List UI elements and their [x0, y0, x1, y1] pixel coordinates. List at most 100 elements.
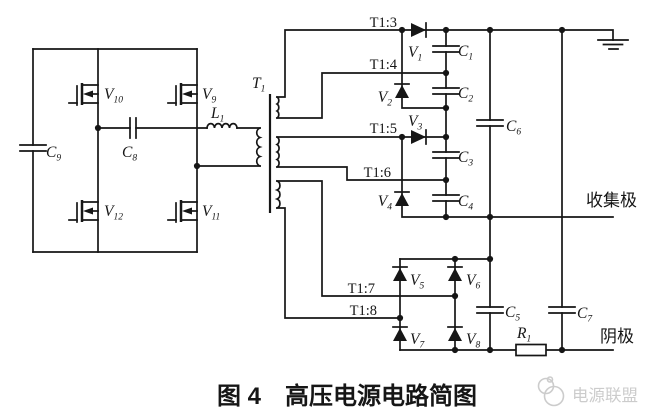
junction-dot: [486, 255, 494, 263]
junction-dot: [451, 346, 459, 354]
diode-v6-symbol: [447, 266, 463, 282]
diode-v7-symbol: [392, 326, 408, 342]
mosfet-v10-symbol: [67, 81, 100, 107]
label-r1: R1: [516, 325, 531, 345]
row-t1-8: [276, 207, 401, 319]
junction-dot: [396, 314, 404, 322]
ground-icon: [597, 39, 629, 50]
label-l1: L1: [210, 105, 224, 125]
junction-dot: [442, 133, 450, 141]
capacitor-c5-symbol: [476, 306, 504, 314]
junction-dots: [94, 26, 566, 354]
capacitor-c7-symbol: [548, 306, 576, 314]
secondary-winding-1: [275, 95, 280, 120]
label-c6: C6: [506, 118, 521, 138]
diode-v1-symbol: [410, 22, 427, 38]
junction-dot: [193, 162, 201, 170]
capacitor-c3-symbol: [432, 151, 460, 159]
label-c5: C5: [505, 304, 520, 324]
capacitor-c2-symbol: [432, 87, 460, 95]
junction-dot: [486, 26, 494, 34]
label-t1: T1: [252, 75, 265, 95]
primary-winding: [255, 126, 263, 168]
label-t1-6: T1:6: [364, 165, 391, 181]
diode-v5-symbol: [392, 266, 408, 282]
junction-dot: [451, 255, 459, 263]
inverter-bridge: [19, 48, 261, 253]
ground-rail: [445, 29, 614, 41]
label-v3: V3: [408, 113, 422, 133]
junction-dot: [94, 124, 102, 132]
watermark: 电源联盟: [537, 376, 638, 407]
v2-branch: [401, 29, 447, 109]
label-c3: C3: [458, 149, 473, 169]
watermark-logo-icon: [546, 376, 554, 383]
secondary-wiring: [276, 29, 456, 319]
hv-multiplier: [394, 22, 629, 351]
row-t1-4: [276, 72, 447, 119]
v4-branch: [401, 136, 447, 218]
label-v6: V6: [466, 272, 480, 292]
terminal-labels: T1:3 T1:4 T1:5 T1:6 T1:7 T1:8: [348, 15, 398, 319]
row-t1-3: [276, 29, 447, 98]
capacitor-c4-symbol: [432, 194, 460, 202]
figure-caption: 图 4 高压电源电路简图: [217, 382, 477, 410]
label-v2: V2: [378, 89, 392, 109]
junction-dot: [442, 213, 450, 221]
junction-dot: [398, 133, 406, 141]
secondary-winding-2: [275, 135, 280, 169]
junction-dot: [442, 176, 450, 184]
cathode-terminal-label: 阴极: [600, 327, 634, 346]
junction-dot: [486, 346, 494, 354]
label-t1-5: T1:5: [370, 121, 397, 137]
label-c9: C9: [46, 144, 61, 164]
label-v7: V7: [410, 331, 425, 351]
junction-dot: [398, 26, 406, 34]
component-labels: V10 V9 V12 V11 C9 C8 L1 T1 V1 V2 V3 V4 V…: [46, 43, 593, 351]
secondary-winding-3: [274, 179, 281, 210]
label-v4: V4: [378, 193, 392, 213]
label-v12: V12: [104, 203, 123, 223]
junction-dot: [442, 26, 450, 34]
diode-v8-symbol: [447, 326, 463, 342]
label-c4: C4: [458, 193, 473, 213]
label-t1-7: T1:7: [348, 281, 375, 297]
label-v8: V8: [466, 331, 480, 351]
label-v10: V10: [104, 86, 123, 106]
capacitor-c1-symbol: [432, 45, 460, 53]
row-t1-7: [276, 180, 456, 297]
label-c2: C2: [458, 85, 473, 105]
mosfet-v11-symbol: [166, 198, 199, 224]
label-v5: V5: [410, 272, 424, 292]
inductor-l1-symbol: [206, 122, 238, 129]
junction-dot: [451, 292, 459, 300]
capacitor-c9-symbol: [19, 144, 47, 152]
diode-v2-symbol: [394, 83, 410, 99]
diode-v4-symbol: [394, 191, 410, 207]
label-v9: V9: [202, 86, 216, 106]
mosfet-v9-symbol: [166, 81, 199, 107]
label-t1-4: T1:4: [370, 57, 398, 73]
label-t1-8: T1:8: [350, 303, 377, 319]
junction-dot: [558, 346, 566, 354]
watermark-logo-icon: [543, 385, 565, 407]
row-t1-6: [276, 166, 447, 181]
capacitor-c6-symbol: [476, 119, 504, 127]
label-c1: C1: [458, 43, 473, 63]
watermark-text: 电源联盟: [572, 386, 638, 405]
label-c8: C8: [122, 144, 137, 164]
resistor-r1-symbol: [515, 343, 547, 357]
junction-dot: [558, 26, 566, 34]
junction-dot: [442, 104, 450, 112]
junction-dot: [486, 213, 494, 221]
junction-dot: [442, 69, 450, 77]
label-v11: V11: [202, 203, 220, 223]
collector-terminal-label: 收集极: [586, 191, 637, 210]
label-c7: C7: [577, 305, 593, 325]
transformer-t1: [255, 94, 281, 213]
label-t1-3: T1:3: [370, 15, 397, 31]
capacitor-c8-symbol: [129, 117, 137, 139]
mosfet-v12-symbol: [67, 198, 100, 224]
